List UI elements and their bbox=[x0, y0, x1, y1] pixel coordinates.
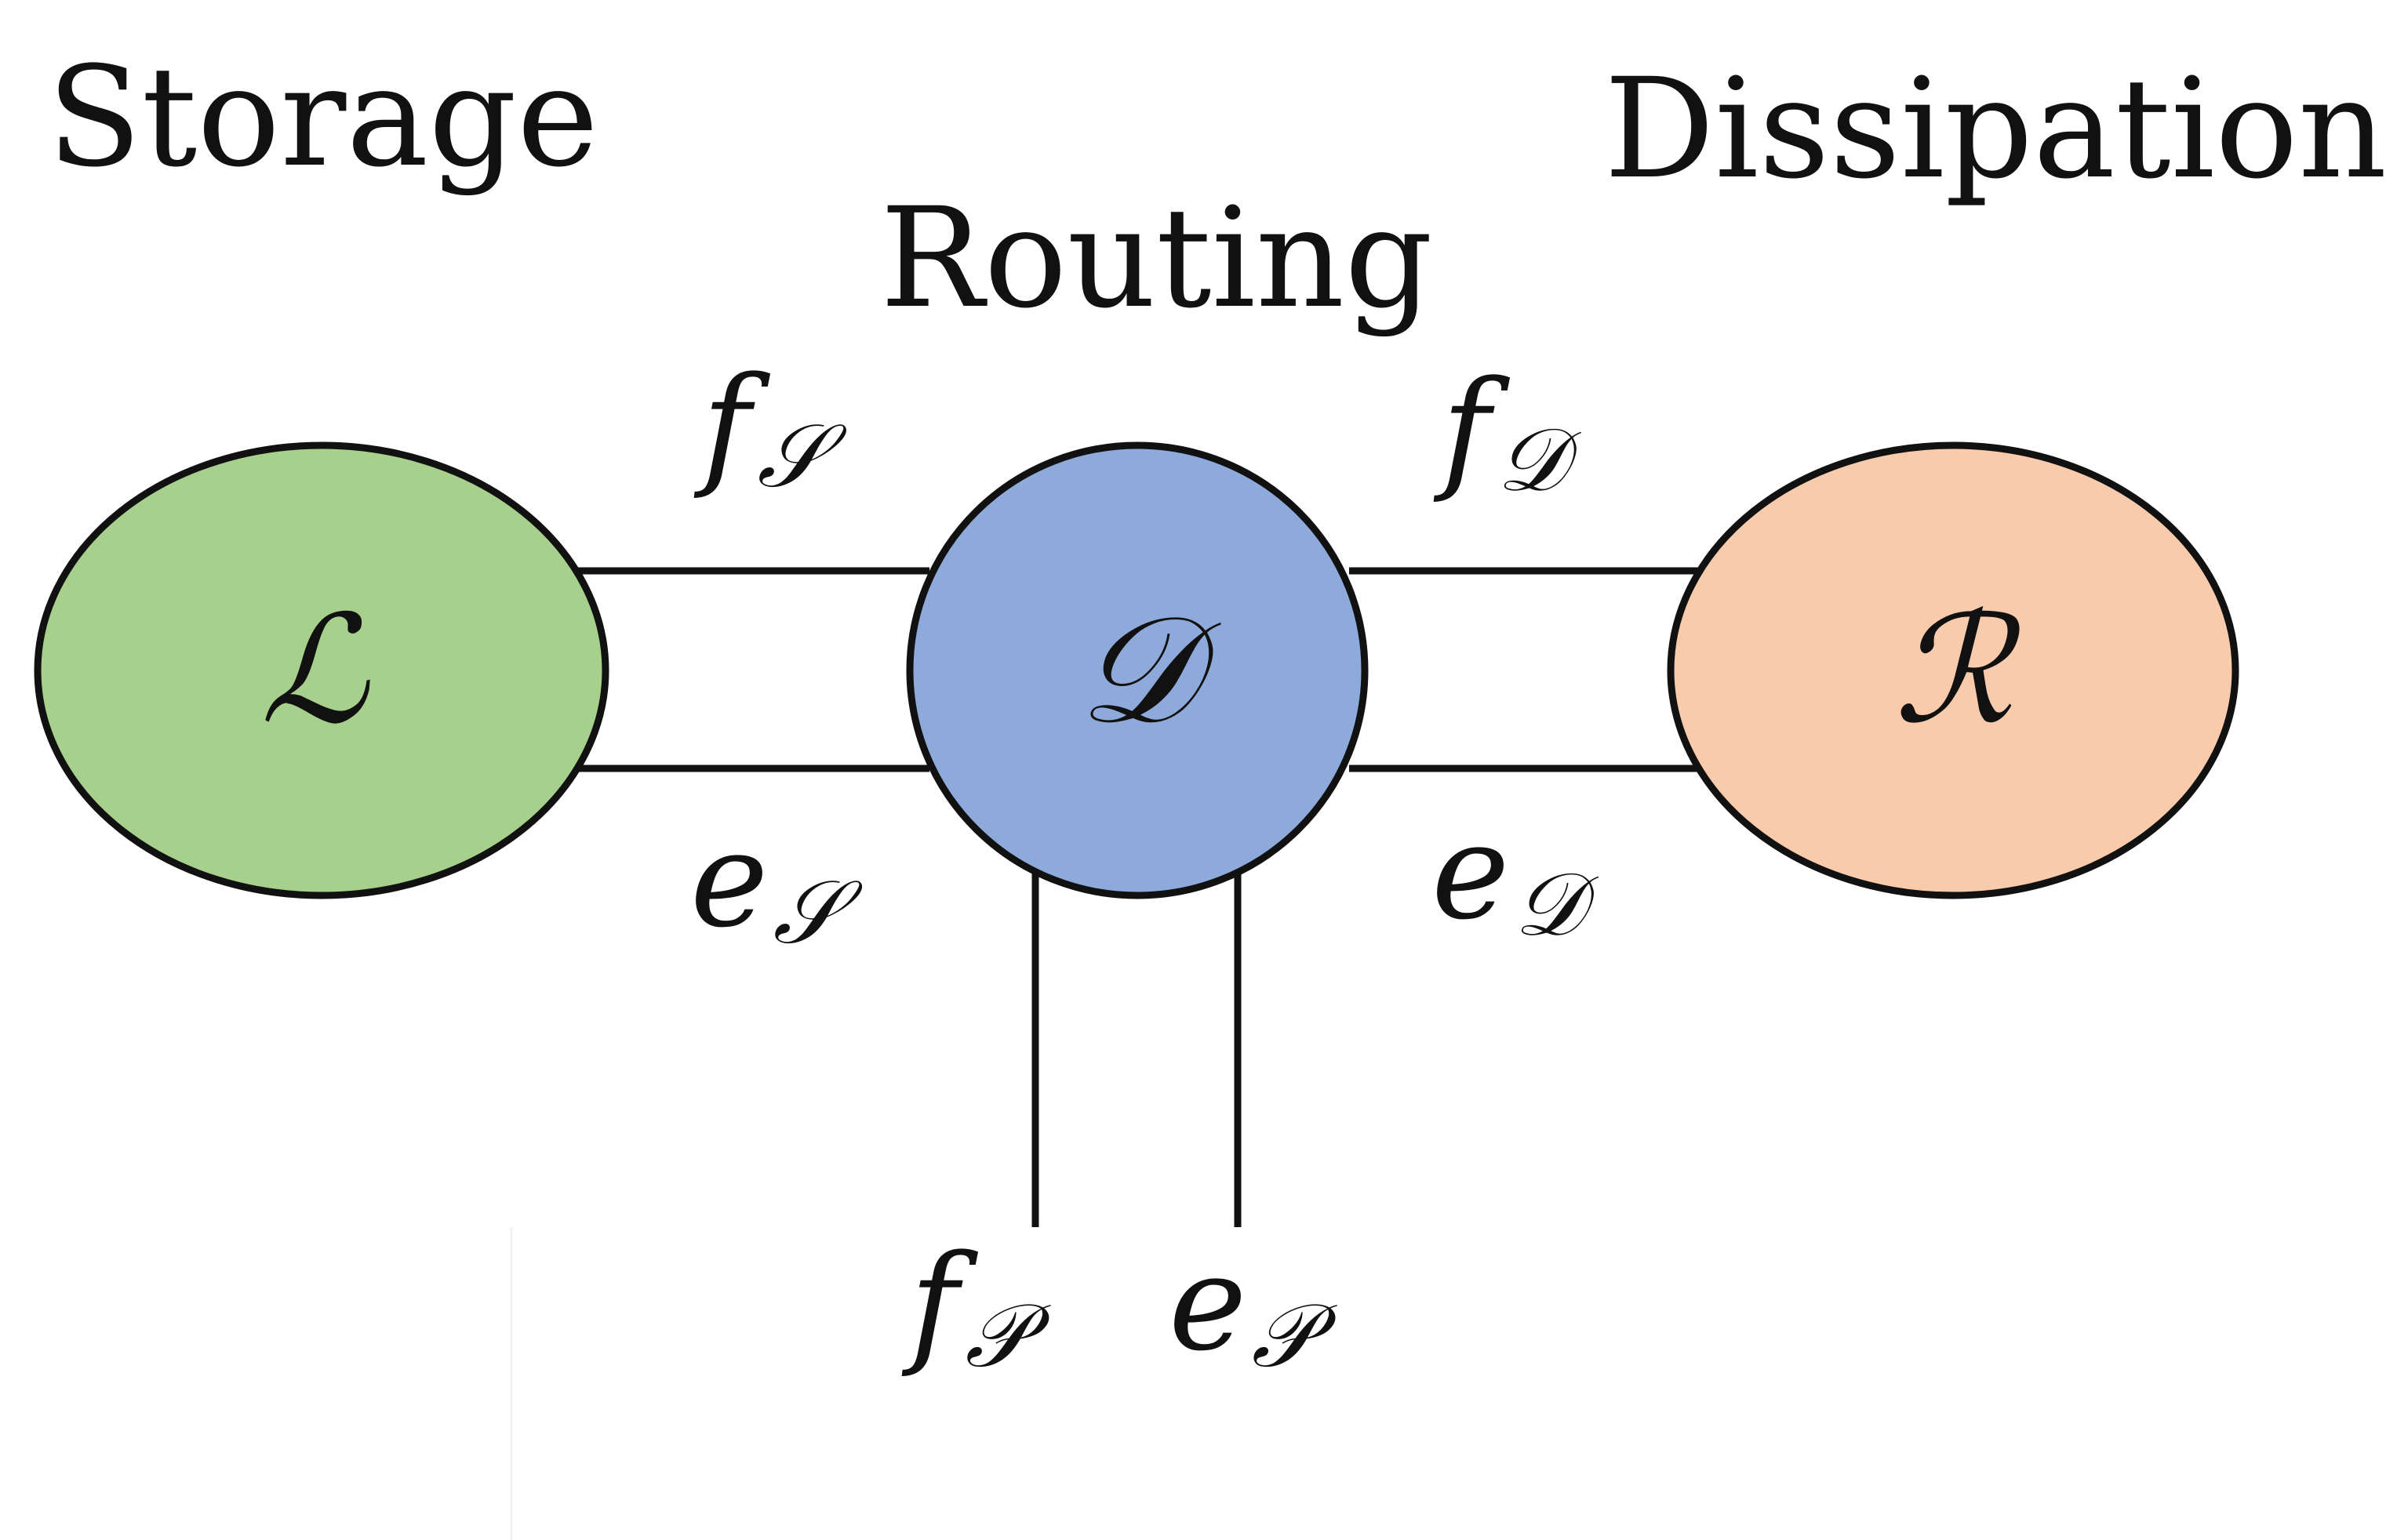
storage-flow-label: f𝒮 bbox=[693, 348, 847, 507]
storage-effort-label: e𝒮 bbox=[690, 803, 863, 964]
external-flow-label: f𝒫 bbox=[901, 1226, 1051, 1387]
dissipation-flow-label: f𝒟 bbox=[1433, 352, 1581, 511]
storage-node-symbol: ℒ bbox=[260, 583, 371, 757]
external-flow-sub: 𝒫 bbox=[965, 1285, 1051, 1387]
storage-heading: Storage bbox=[47, 37, 598, 198]
storage-effort-var: e bbox=[690, 803, 768, 957]
routing-heading: Routing bbox=[880, 178, 1433, 339]
external-effort-label: e𝒫 bbox=[1169, 1226, 1337, 1387]
dissipation-effort-sub: 𝒟 bbox=[1514, 854, 1599, 956]
storage-flow-sub: 𝒮 bbox=[757, 405, 847, 507]
external-effort-sub: 𝒫 bbox=[1251, 1285, 1337, 1387]
routing-node bbox=[906, 441, 1369, 899]
dissipation-effort-var: e bbox=[1431, 795, 1509, 949]
dissipation-node-symbol: ℛ bbox=[1893, 583, 2021, 757]
dissipation-flow-sub: 𝒟 bbox=[1497, 409, 1581, 511]
dissipation-effort-label: e𝒟 bbox=[1431, 795, 1599, 956]
storage-effort-sub: 𝒮 bbox=[773, 862, 863, 964]
dissipation-node bbox=[1667, 441, 2239, 899]
dissipation-heading: Dissipation bbox=[1604, 49, 2387, 209]
storage-node bbox=[34, 441, 609, 899]
external-effort-var: e bbox=[1169, 1226, 1246, 1380]
